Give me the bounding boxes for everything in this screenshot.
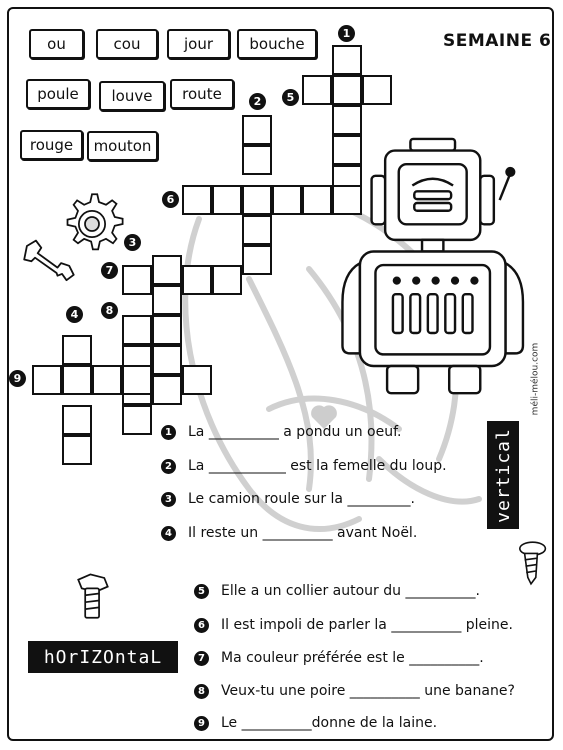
clue-number: 4 xyxy=(161,525,176,541)
gear-icon xyxy=(66,193,124,251)
grid-cell[interactable] xyxy=(62,335,92,365)
grid-cell[interactable] xyxy=(122,265,152,295)
grid-cell[interactable] xyxy=(122,405,152,435)
site-credit: méli-mélou.com xyxy=(529,342,549,424)
grid-cell[interactable] xyxy=(272,185,302,215)
vertical-clue-4: 4 Il reste un __________ avant Noël. xyxy=(161,525,417,541)
grid-cell[interactable] xyxy=(32,365,62,395)
horizontal-clue-7: 7 Ma couleur préférée est le __________. xyxy=(194,650,484,666)
grid-number-6: 6 xyxy=(162,191,179,208)
clue-number: 1 xyxy=(161,424,176,440)
screw-icon xyxy=(519,541,547,586)
clue-text: Veux-tu une poire __________ une banane? xyxy=(221,683,515,699)
word-tile-jour: jour xyxy=(167,29,230,59)
grid-cell[interactable] xyxy=(122,315,152,345)
grid-cell[interactable] xyxy=(242,185,272,215)
grid-number-8: 8 xyxy=(101,302,118,319)
grid-cell[interactable] xyxy=(212,185,242,215)
grid-cell[interactable] xyxy=(332,185,362,215)
grid-number-1: 1 xyxy=(338,25,355,42)
grid-cell[interactable] xyxy=(182,185,212,215)
grid-cell[interactable] xyxy=(62,405,92,435)
grid-number-2: 2 xyxy=(249,93,266,110)
grid-cell[interactable] xyxy=(242,115,272,145)
vertical-clue-1: 1 La __________ a pondu un oeuf. xyxy=(161,424,401,440)
clue-text: Le camion roule sur la _________. xyxy=(188,491,415,507)
word-tile-rouge: rouge xyxy=(20,130,83,160)
horizontal-label: hOrIZOntaL xyxy=(28,641,178,673)
clue-text: Ma couleur préférée est le __________. xyxy=(221,650,484,666)
grid-cell[interactable] xyxy=(182,365,212,395)
bolt-icon xyxy=(77,573,109,619)
grid-cell[interactable] xyxy=(242,145,272,175)
clue-text: Il reste un __________ avant Noël. xyxy=(188,525,418,541)
word-tile-bouche: bouche xyxy=(237,29,317,59)
grid-cell[interactable] xyxy=(152,375,182,405)
clue-text: La ___________ est la femelle du loup. xyxy=(188,458,447,474)
clue-number: 3 xyxy=(161,491,176,507)
grid-cell[interactable] xyxy=(152,315,182,345)
grid-number-3: 3 xyxy=(124,234,141,251)
word-tile-route: route xyxy=(170,79,234,109)
grid-cell[interactable] xyxy=(212,265,242,295)
clue-text: Le __________donne de la laine. xyxy=(221,715,438,731)
horizontal-clue-5: 5 Elle a un collier autour du __________… xyxy=(194,583,480,599)
grid-number-4: 4 xyxy=(66,306,83,323)
vertical-label-text: vertical xyxy=(492,427,514,523)
clue-text: Elle a un collier autour du __________. xyxy=(221,583,480,599)
vertical-clue-3: 3 Le camion roule sur la _________. xyxy=(161,491,415,507)
clue-number: 8 xyxy=(194,683,209,699)
word-tile-mouton: mouton xyxy=(87,131,158,161)
wrench-icon xyxy=(23,239,75,282)
robot-illustration xyxy=(341,137,525,395)
horizontal-clue-8: 8 Veux-tu une poire __________ une banan… xyxy=(194,683,515,699)
word-tile-louve: louve xyxy=(99,81,165,111)
grid-cell[interactable] xyxy=(242,245,272,275)
horizontal-label-text: hOrIZOntaL xyxy=(43,646,163,668)
site-credit-text: méli-mélou.com xyxy=(530,342,541,416)
worksheet-page: SEMAINE 6 ou cou jour bouche poule louve… xyxy=(7,7,554,741)
grid-cell[interactable] xyxy=(182,265,212,295)
grid-cell[interactable] xyxy=(122,365,152,395)
clue-text: La __________ a pondu un oeuf. xyxy=(188,424,402,440)
word-tile-ou: ou xyxy=(29,29,84,59)
clue-number: 7 xyxy=(194,650,209,666)
grid-cell[interactable] xyxy=(62,435,92,465)
grid-cell[interactable] xyxy=(332,135,362,165)
grid-cell[interactable] xyxy=(92,365,122,395)
week-title: SEMAINE 6 xyxy=(443,31,552,51)
clue-text: Il est impoli de parler la __________ pl… xyxy=(221,617,513,633)
grid-cell[interactable] xyxy=(152,255,182,285)
grid-cell[interactable] xyxy=(332,105,362,135)
clue-number: 9 xyxy=(194,715,209,731)
grid-cell[interactable] xyxy=(362,75,392,105)
grid-cell[interactable] xyxy=(332,45,362,75)
vertical-label: vertical xyxy=(487,421,519,529)
word-tile-poule: poule xyxy=(26,79,90,109)
clue-number: 5 xyxy=(194,583,209,599)
grid-cell[interactable] xyxy=(62,365,92,395)
word-tile-cou: cou xyxy=(96,29,158,59)
grid-cell[interactable] xyxy=(242,215,272,245)
grid-cell[interactable] xyxy=(152,345,182,375)
grid-cell[interactable] xyxy=(332,75,362,105)
grid-cell[interactable] xyxy=(302,185,332,215)
vertical-clue-2: 2 La ___________ est la femelle du loup. xyxy=(161,458,447,474)
grid-number-5: 5 xyxy=(282,89,299,106)
horizontal-clue-6: 6 Il est impoli de parler la __________ … xyxy=(194,617,513,633)
grid-cell[interactable] xyxy=(152,285,182,315)
grid-number-7: 7 xyxy=(101,262,118,279)
horizontal-clue-9: 9 Le __________donne de la laine. xyxy=(194,715,437,731)
grid-number-9: 9 xyxy=(9,370,26,387)
clue-number: 2 xyxy=(161,458,176,474)
clue-number: 6 xyxy=(194,617,209,633)
grid-cell[interactable] xyxy=(302,75,332,105)
